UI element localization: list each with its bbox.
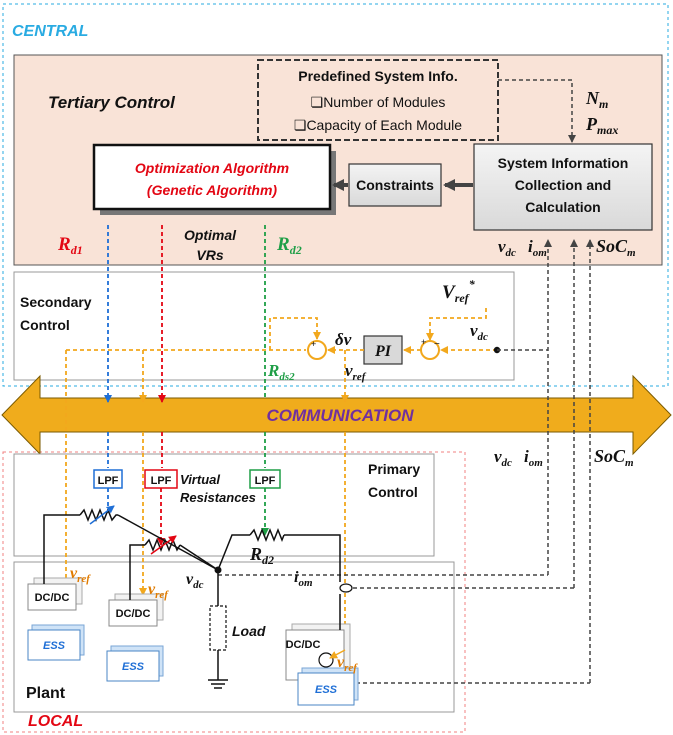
sysinfo-box [473,143,653,231]
ess-3 [297,672,355,706]
sysinfo-line2: Collection and [515,177,611,193]
virtual-line2: Resistances [180,490,256,505]
sysinfo-line1: System Information [498,155,629,171]
wire-dcdc2 [129,544,145,600]
lpf-blue-label: LPF [98,475,119,487]
plant-vref-label-2: vref [148,581,169,601]
local-region [2,451,466,733]
ess-3-label: ESS [315,684,338,696]
rd1-label: Rd1 [57,234,83,257]
comm-socm-label: SoCm [594,446,634,469]
current-sensor [339,583,353,593]
load-label: Load [232,623,266,639]
primary-title-line1: Primary [368,461,420,477]
resistor-1 [79,507,118,523]
dcdc-1-label: DC/DC [35,592,70,604]
resistor-2-arrow [150,535,177,555]
secondary-title-line2: Control [20,317,70,333]
primary-control-box [13,453,435,557]
tertiary-iom-label: iom [528,237,547,259]
communication-label: COMMUNICATION [267,406,415,425]
central-label: CENTRAL [12,23,88,40]
comm-iom-label: iom [524,447,543,469]
secondary-control-box [13,271,515,381]
predefined-to-sysinfo-arrow [498,79,576,143]
wire-r2-to-bus [179,544,219,571]
constraints-label: Constraints [356,177,434,193]
optimization-algorithm-box [92,143,332,211]
communication-bus [1,374,672,456]
plant-vref-label-1: vref [70,565,91,585]
wire-dcdc1 [43,514,80,584]
wire-r3-to-bus [217,534,250,571]
tertiary-socm-label: SoCm [596,236,636,259]
plant-vref-label-3: vref [337,654,358,674]
tertiary-vdc-label: vdc [498,237,516,259]
tertiary-title: Tertiary Control [48,93,176,112]
dcdc-1 [27,583,77,611]
rd2-label: Rd2 [276,234,302,257]
sum-junction-left [307,340,327,360]
optimization-line1: Optimization Algorithm [135,160,289,176]
lpf-red-label: LPF [151,475,172,487]
sum-right-plus: + [421,337,426,347]
optimal-line2: VRs [196,247,223,263]
voltage-source [318,652,334,668]
optimal-line1: Optimal [184,227,237,243]
voltage-source-arrow [329,649,346,659]
lpf-green-label: LPF [255,475,276,487]
plant-vdc-label: vdc [186,571,204,591]
predefined-title: Predefined System Info. [298,68,457,84]
plant-box [13,561,455,713]
sum-left-plus: + [311,339,316,349]
dcdc-2 [108,599,158,627]
ess-2-label: ESS [122,661,145,673]
vref-star-to-sum2 [426,308,487,341]
dcdc-2-label: DC/DC [116,608,151,620]
ess-2 [106,650,160,682]
predefined-info-box [257,59,499,141]
central-region [2,3,669,387]
sum-right-minus: − [434,339,440,350]
virtual-line1: Virtual [180,472,220,487]
dc-bus-node [214,566,222,574]
secondary-vref-label: vref [345,361,367,383]
secondary-vdc-label: vdc [470,321,488,343]
ess-1-label: ESS [43,640,66,652]
vref-star-label: Vref* [442,277,476,305]
rds2-label: Rds2 [267,361,295,383]
dcdc-3-label: DC/DC [286,639,321,651]
resistor-3 [249,527,285,543]
primary-title-line2: Control [368,484,418,500]
pmax-label: Pmax [585,114,618,137]
constraints-box [348,163,442,207]
nm-label: Nm [585,88,608,111]
primary-rd2-label: Rd2 [249,544,274,567]
delta-v-label: δv [335,330,352,349]
predefined-item-capacity: ❏Capacity of Each Module [294,117,462,133]
optimization-line2: (Genetic Algorithm) [147,182,277,198]
resistor-1-arrow [89,505,115,525]
wire-r3-right [284,534,341,582]
plant-iom-label: iom [294,569,313,589]
pi-label: PI [374,343,392,360]
local-label: LOCAL [28,713,83,730]
vref-loop-to-sum1 [269,317,321,350]
predefined-item-modules: ❏Number of Modules [311,94,446,110]
plant-title: Plant [26,685,66,702]
sysinfo-line3: Calculation [525,199,600,215]
secondary-title-line1: Secondary [20,294,92,310]
comm-vdc-label: vdc [494,447,512,469]
ess-1 [27,629,81,661]
load-resistor [209,605,227,651]
